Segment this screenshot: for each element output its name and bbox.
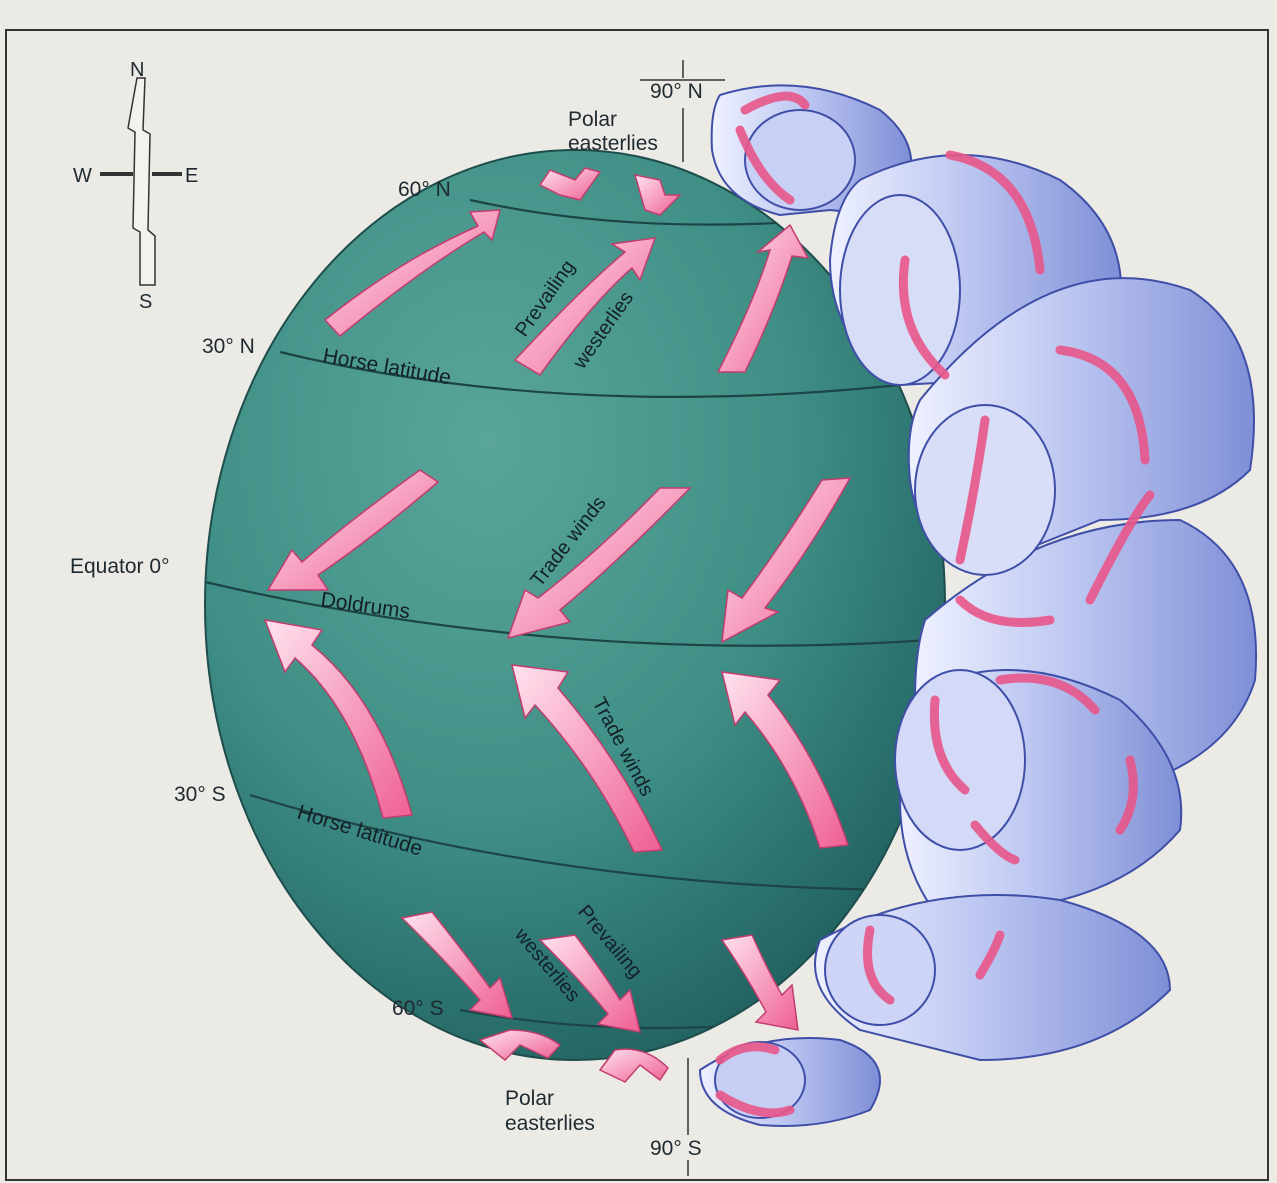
label-60s: 60° S: [392, 997, 444, 1020]
label-30n: 30° N: [202, 335, 255, 358]
compass-east-label: E: [185, 165, 198, 187]
label-90s: 90° S: [650, 1137, 702, 1160]
label-60n: 60° N: [398, 178, 451, 201]
hadley-cell-south-opening: [895, 670, 1025, 850]
label-90n: 90° N: [650, 80, 703, 103]
compass-south-label: S: [139, 291, 152, 313]
ferrel-cell-south-opening: [825, 915, 935, 1025]
label-polar-easterlies-north-line2: easterlies: [568, 132, 658, 155]
polar-cell-north-opening: [745, 110, 855, 210]
label-30s: 30° S: [174, 783, 226, 806]
compass-north-label: N: [130, 59, 144, 81]
compass-west-label: W: [73, 165, 92, 187]
compass: N S W E: [73, 59, 198, 313]
label-polar-easterlies-south-line1: Polar: [505, 1087, 554, 1110]
compass-needle: [128, 78, 155, 285]
label-equator: Equator 0°: [70, 555, 169, 578]
label-polar-easterlies-north-line1: Polar: [568, 108, 617, 131]
label-polar-easterlies-south-line2: easterlies: [505, 1112, 595, 1135]
